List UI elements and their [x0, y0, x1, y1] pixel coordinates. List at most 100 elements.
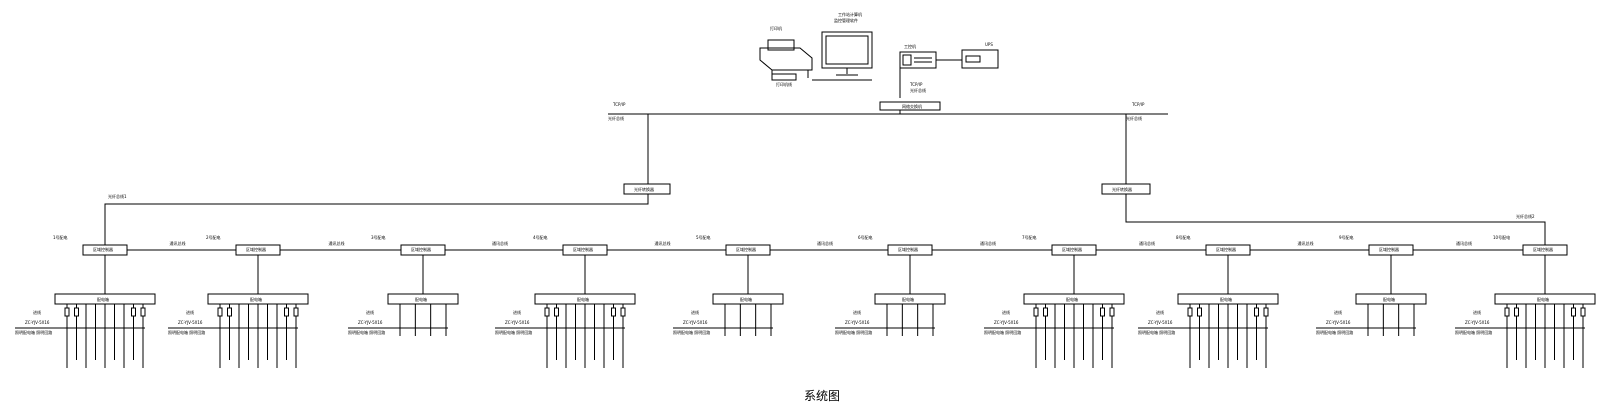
left-converter-label: 光纤转换器	[634, 186, 654, 192]
feeder-in-label: 进线	[366, 309, 374, 315]
segment-label: 通讯总线	[655, 240, 671, 246]
feeder-desc-label: 照明配电箱 照明回路	[15, 329, 52, 335]
feeder-cable-label: ZC-YJV-5X16	[358, 320, 383, 325]
breaker-icon	[141, 308, 145, 316]
feeder-cable-label: ZC-YJV-5X16	[505, 320, 530, 325]
feeder-in-label: 进线	[691, 309, 699, 315]
breaker-icon	[1255, 308, 1259, 316]
distribution-panel	[713, 294, 783, 304]
breaker-icon	[1198, 308, 1202, 316]
feeder-desc-label: 照明配电箱 照明回路	[984, 329, 1021, 335]
feeder-in-label: 进线	[1334, 309, 1342, 315]
controller-tag: 10号配电	[1493, 234, 1510, 240]
feeder-in-label: 进线	[513, 309, 521, 315]
breaker-icon	[228, 308, 232, 316]
segment-label: 通讯总线	[980, 240, 996, 246]
bus-left-top-label: TCP/IP	[612, 102, 626, 107]
right-trunk-label: 光纤总线2	[1516, 213, 1535, 219]
breaker-icon	[1505, 308, 1509, 316]
breaker-icon	[621, 308, 625, 316]
segment-label: 通讯总线	[170, 240, 186, 246]
panel-label: 配电箱	[577, 296, 589, 302]
printer-label: 打印机	[770, 25, 782, 31]
breaker-icon	[555, 308, 559, 316]
right-converter-label: 光纤转换器	[1112, 186, 1132, 192]
host-top-label: 工作站计算机	[838, 11, 862, 17]
controller-label: 区域控制器	[1379, 246, 1399, 252]
computer-station	[759, 32, 998, 98]
controller-label: 区域控制器	[736, 246, 756, 252]
feeder-desc-label: 照明配电箱 照明回路	[168, 329, 205, 335]
panel-label: 配电箱	[97, 296, 109, 302]
feeder-cable-label: ZC-YJV-5X16	[1326, 320, 1351, 325]
feeder-cable-label: ZC-YJV-5X16	[1148, 320, 1173, 325]
network-switch	[880, 102, 940, 110]
feeder-cable-label: ZC-YJV-5X16	[1465, 320, 1490, 325]
feeder-cable-label: ZC-YJV-5X16	[25, 320, 50, 325]
controller-tag: 6号配电	[858, 234, 873, 240]
breaker-icon	[132, 308, 136, 316]
feeder-cable-label: ZC-YJV-5X16	[845, 320, 870, 325]
breaker-icon	[612, 308, 616, 316]
breaker-icon	[285, 308, 289, 316]
ups-label: UPS	[985, 42, 993, 47]
left-trunk-label: 光纤总线1	[108, 193, 127, 199]
feeder-in-label: 进线	[1156, 309, 1164, 315]
panel-label: 配电箱	[415, 296, 427, 302]
feeder-in-label: 进线	[33, 309, 41, 315]
breaker-icon	[1110, 308, 1114, 316]
distribution-panel	[388, 294, 458, 304]
breaker-icon	[1101, 308, 1105, 316]
left-converter	[624, 184, 670, 194]
controller-label: 区域控制器	[1533, 246, 1553, 252]
feeder-cable-label: ZC-YJV-5X16	[683, 320, 708, 325]
feeder-desc-label: 照明配电箱 照明回路	[1455, 329, 1492, 335]
panel-label: 配电箱	[902, 296, 914, 302]
feeder-desc-label: 照明配电箱 照明回路	[673, 329, 710, 335]
feeder-in-label: 进线	[1473, 309, 1481, 315]
controller-tag: 8号配电	[1176, 234, 1191, 240]
feeder-cable-label: ZC-YJV-5X16	[178, 320, 203, 325]
monitor-icon	[822, 32, 872, 75]
segment-label: 通讯总线	[1139, 240, 1155, 246]
controller-label: 区域控制器	[1216, 246, 1236, 252]
segment-label: 通讯总线	[329, 240, 345, 246]
controller-tag: 1号配电	[53, 234, 68, 240]
distribution-panel	[1356, 294, 1426, 304]
controller-tag: 7号配电	[1022, 234, 1037, 240]
segment-label: 通讯总线	[492, 240, 508, 246]
panel-label: 配电箱	[1537, 296, 1549, 302]
controller-tag: 9号配电	[1339, 234, 1354, 240]
breaker-icon	[1264, 308, 1268, 316]
bus-right-bottom-label: 光纤总线	[1126, 115, 1142, 121]
breaker-icon	[1515, 308, 1519, 316]
breaker-icon	[1034, 308, 1038, 316]
breaker-icon	[294, 308, 298, 316]
breaker-icon	[1188, 308, 1192, 316]
ups-icon	[962, 50, 998, 68]
panel-label: 配电箱	[1220, 296, 1232, 302]
segment-label: 通讯总线	[817, 240, 833, 246]
feeder-in-label: 进线	[853, 309, 861, 315]
center-top-label: TCP/IP	[909, 82, 923, 87]
printer-sub-label: 打印机线	[776, 81, 792, 87]
controller-tag: 3号配电	[371, 234, 386, 240]
feeder-desc-label: 照明配电箱 照明回路	[835, 329, 872, 335]
segment-label: 通讯总线	[1456, 240, 1472, 246]
panel-label: 配电箱	[1383, 296, 1395, 302]
feeder-in-label: 进线	[1002, 309, 1010, 315]
feeder-desc-label: 照明配电箱 照明回路	[348, 329, 385, 335]
printer-icon	[759, 40, 813, 80]
distribution-panel	[875, 294, 945, 304]
